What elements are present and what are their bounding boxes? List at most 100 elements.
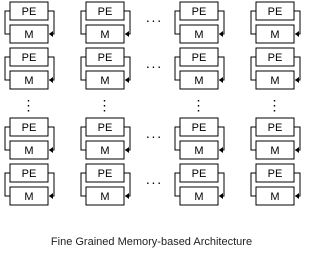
pe-label: PE: [268, 52, 283, 64]
pe-label: PE: [192, 52, 207, 64]
left-connector: [174, 56, 180, 81]
pe-cell: PE M: [80, 1, 131, 44]
pe-cell: PE M: [80, 163, 131, 206]
memory-label: M: [270, 29, 279, 41]
pe-label: PE: [98, 52, 113, 64]
pe-label: PE: [22, 52, 37, 64]
pe-label: PE: [192, 168, 207, 180]
pe-label: PE: [268, 6, 283, 18]
right-connector: [218, 56, 225, 81]
memory-label: M: [24, 191, 33, 203]
pe-label: PE: [22, 122, 37, 134]
arrow-head: [49, 31, 53, 37]
memory-label: M: [270, 75, 279, 87]
right-connector: [218, 10, 225, 35]
left-connector: [250, 172, 256, 197]
arrow-head: [219, 147, 223, 153]
pe-cell: PE M: [174, 163, 225, 206]
pe-cell: PE M: [250, 163, 301, 206]
vertical-ellipsis: ⋮: [192, 97, 207, 113]
pe-cell: PE M: [4, 163, 55, 206]
right-connector: [124, 10, 131, 35]
pe-cell: PE M: [80, 117, 131, 160]
arrow-head: [295, 193, 299, 199]
memory-label: M: [194, 29, 203, 41]
right-connector: [218, 172, 225, 197]
pe-cell: PE M: [80, 47, 131, 90]
left-connector: [250, 56, 256, 81]
pe-label: PE: [98, 168, 113, 180]
memory-label: M: [194, 75, 203, 87]
pe-label: PE: [98, 6, 113, 18]
memory-label: M: [100, 145, 109, 157]
pe-cell: PE M: [250, 47, 301, 90]
right-connector: [124, 56, 131, 81]
pe-cell: PE M: [250, 1, 301, 44]
pe-cell: PEM: [174, 117, 225, 160]
left-connector: [80, 172, 86, 197]
left-connector: [4, 126, 10, 151]
right-connector: [48, 10, 55, 35]
memory-label: M: [24, 29, 33, 41]
diagram-caption: Fine Grained Memory-based Architecture: [50, 236, 253, 248]
pe-label: PE: [268, 168, 283, 180]
arrow-head: [125, 193, 129, 199]
left-connector: [4, 56, 10, 81]
vertical-ellipsis: ⋮: [268, 97, 283, 113]
left-connector: [174, 172, 180, 197]
left-connector: [250, 10, 256, 35]
memory-label: M: [270, 145, 279, 157]
memory-label: M: [100, 29, 109, 41]
left-connector: [4, 172, 10, 197]
arrow-head: [295, 77, 299, 83]
pe-label: PE: [22, 168, 37, 180]
arrow-head: [49, 147, 53, 153]
left-connector: [250, 126, 256, 151]
memory-label: M: [194, 191, 203, 203]
pe-cell: PE M: [174, 47, 225, 90]
arrow-head: [125, 31, 129, 37]
arrow-head: [219, 193, 223, 199]
left-connector: [174, 126, 180, 151]
right-connector: [294, 10, 301, 35]
memory-label: M: [24, 145, 33, 157]
pe-cell: PE M: [4, 47, 55, 90]
horizontal-ellipsis: ···: [146, 128, 163, 144]
memory-label: M: [100, 75, 109, 87]
pe-cell: PE M: [4, 1, 55, 44]
right-connector: [218, 126, 225, 151]
pe-label: PE: [98, 122, 113, 134]
right-connector: [124, 172, 131, 197]
pe-label: PE: [268, 122, 283, 134]
memory-label: M: [24, 75, 33, 87]
right-connector: [294, 172, 301, 197]
horizontal-ellipsis: ···: [146, 12, 163, 28]
right-connector: [48, 56, 55, 81]
vertical-ellipsis: ⋮: [22, 97, 37, 113]
arrow-head: [219, 77, 223, 83]
arrow-head: [295, 31, 299, 37]
arrow-head: [219, 31, 223, 37]
left-connector: [4, 10, 10, 35]
right-connector: [124, 126, 131, 151]
left-connector: [80, 10, 86, 35]
pe-cell: PE M: [250, 117, 301, 160]
memory-label: M: [100, 191, 109, 203]
horizontal-ellipsis: ···: [146, 58, 163, 74]
right-connector: [48, 126, 55, 151]
pe-cell: PE M: [174, 1, 225, 44]
pe-cell: PE M: [4, 117, 55, 160]
pe-label: PE: [22, 6, 37, 18]
right-connector: [294, 126, 301, 151]
arrow-head: [295, 147, 299, 153]
right-connector: [48, 172, 55, 197]
left-connector: [80, 126, 86, 151]
memory-label: M: [270, 191, 279, 203]
pe-label: PE: [192, 6, 207, 18]
arrow-head: [49, 193, 53, 199]
arrow-head: [125, 147, 129, 153]
arrow-head: [49, 77, 53, 83]
pe-memory-grid: PEMPEMPEMPEM···PEMPEMPEMPEM···PEMPEMPEMP…: [4, 1, 301, 206]
memory-label: M: [194, 145, 203, 157]
